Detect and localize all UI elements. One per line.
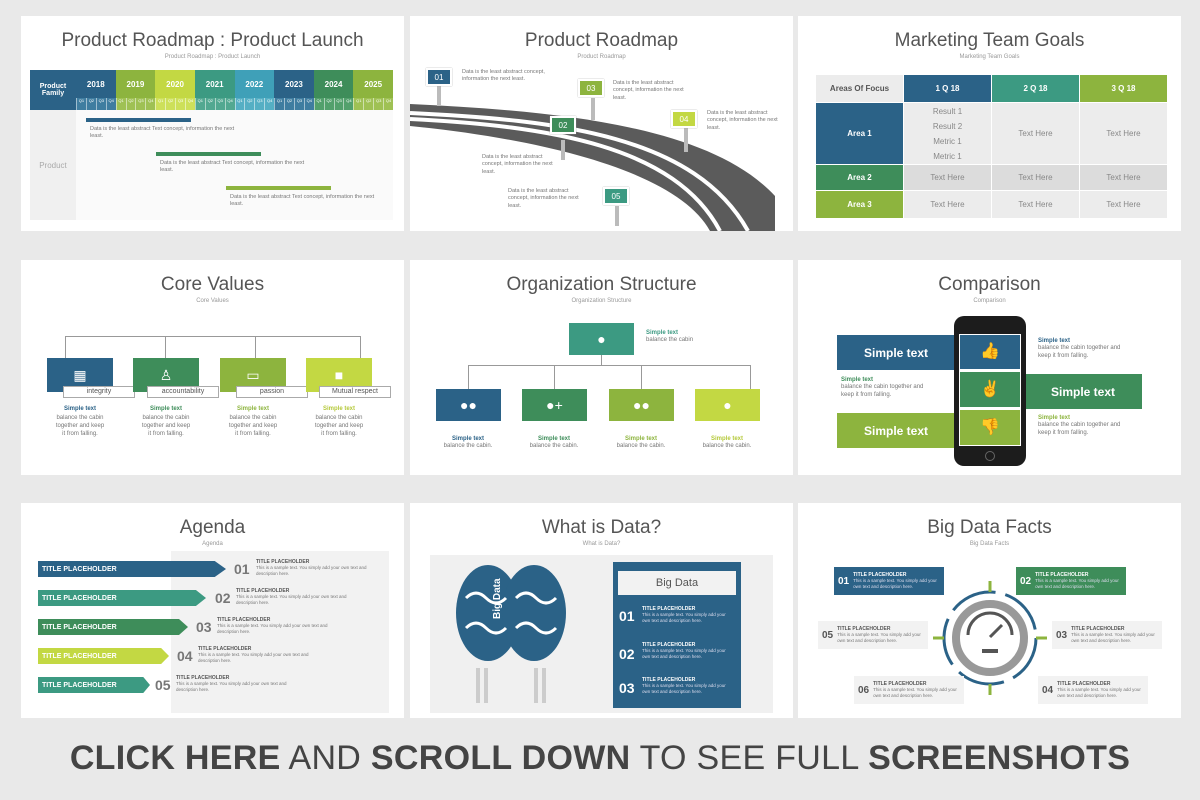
slide-title: Organization Structure <box>506 274 697 295</box>
thumbs-up-icon: 👍 <box>960 335 1020 369</box>
slide-core-values[interactable]: Core Values Core Values ▦ integrity ♙ ac… <box>21 260 404 475</box>
slide-what-is-data[interactable]: What is Data? What is Data? Big Data Big… <box>410 503 793 718</box>
road-graphic <box>410 104 775 231</box>
scroll-banner[interactable]: CLICK HERE AND SCROLL DOWN TO SEE FULL S… <box>69 739 1131 777</box>
slide-org-structure[interactable]: Organization Structure Organization Stru… <box>410 260 793 475</box>
slide-subtitle: What is Data? <box>582 541 621 547</box>
user-icon: ● <box>695 389 760 421</box>
banner-click-here: CLICK HERE <box>69 739 281 777</box>
product-label: Product <box>30 110 76 220</box>
flag-02: 02 <box>550 116 576 134</box>
year-label: 2019 <box>126 79 145 89</box>
year-label: 2018 <box>86 79 105 89</box>
thumbs-down-icon: 👎 <box>960 410 1020 445</box>
bar-text: Data is the least abstract Text concept,… <box>90 126 235 140</box>
phone-graphic: 👍 ✌ 👎 <box>954 316 1026 466</box>
flag-03: 03 <box>578 79 604 97</box>
add-user-icon: ●+ <box>522 389 587 421</box>
slide-subtitle: Product Roadmap <box>577 54 626 60</box>
slide-subtitle: Big Data Facts <box>969 541 1010 547</box>
slide-title: Product Roadmap : Product Launch <box>61 30 364 51</box>
slide-subtitle: Organization Structure <box>571 298 632 304</box>
flag-01: 01 <box>426 68 452 86</box>
goals-table: Areas Of Focus 1 Q 18 2 Q 18 3 Q 18 Area… <box>815 74 1168 219</box>
peace-icon: ✌ <box>960 372 1020 407</box>
slide-agenda[interactable]: Agenda Agenda TITLE PLACEHOLDER 01 TITLE… <box>21 503 404 718</box>
year-label: 2024 <box>324 79 343 89</box>
slide-subtitle: Comparison <box>973 298 1006 304</box>
brain-icon <box>456 565 566 703</box>
slide-title: Product Roadmap <box>524 30 679 51</box>
slide-title: Big Data Facts <box>927 517 1052 538</box>
year-label: 2022 <box>245 79 264 89</box>
year-label: 2021 <box>205 79 224 89</box>
slide-title: Core Values <box>160 274 265 295</box>
team-icon: ●● <box>609 389 674 421</box>
slide-product-roadmap[interactable]: Product Roadmap Product Roadmap 01 Data … <box>410 16 793 231</box>
slide-title: What is Data? <box>541 517 662 538</box>
flag-04: 04 <box>671 110 697 128</box>
user-icon: ● <box>569 323 634 355</box>
slide-title: Agenda <box>179 517 246 538</box>
slide-comparison[interactable]: Comparison Comparison Simple text Simple… <box>798 260 1181 475</box>
slide-marketing-goals[interactable]: Marketing Team Goals Marketing Team Goal… <box>798 16 1181 231</box>
slide-big-data-facts[interactable]: Big Data Facts Big Data Facts 01 TITLE P… <box>798 503 1181 718</box>
bar-text: Data is the least abstract Text concept,… <box>160 160 305 174</box>
slide-title: Comparison <box>938 274 1041 295</box>
year-label: 2020 <box>166 79 184 89</box>
bar-text: Data is the least abstract Text concept,… <box>230 194 375 208</box>
slide-subtitle: Agenda <box>202 541 223 547</box>
slide-title: Marketing Team Goals <box>894 30 1085 51</box>
flag-05: 05 <box>603 187 629 205</box>
slide-roadmap-launch[interactable]: Product Roadmap : Product Launch Product… <box>21 16 404 231</box>
speedometer-icon <box>933 581 1047 695</box>
group-icon: ●● <box>436 389 501 421</box>
slide-subtitle: Product Roadmap : Product Launch <box>164 54 261 60</box>
year-label: 2023 <box>285 79 303 89</box>
slide-subtitle: Core Values <box>196 298 229 304</box>
slide-subtitle: Marketing Team Goals <box>959 54 1020 60</box>
year-label: 2025 <box>364 79 383 89</box>
product-family-header: Product Family <box>30 70 76 110</box>
